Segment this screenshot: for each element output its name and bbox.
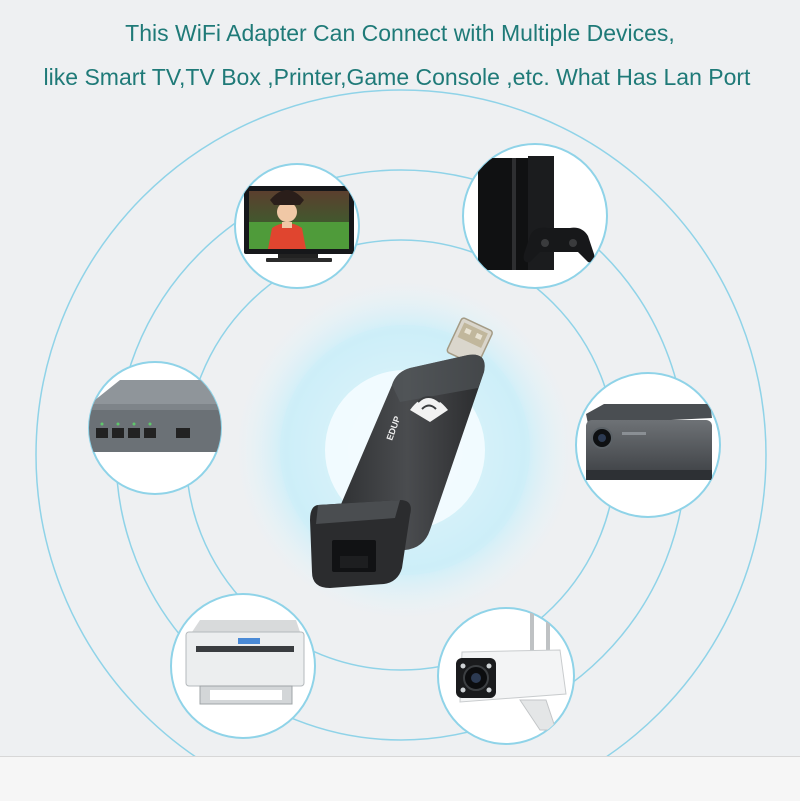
headline-line-2: like Smart TV,TV Box ,Printer,Game Conso… [43, 64, 751, 90]
game-console-icon [478, 156, 595, 270]
device-network-switch [88, 361, 222, 495]
device-printer [170, 593, 316, 739]
device-security-camera [437, 607, 575, 745]
device-projector [575, 372, 721, 518]
device-game-console [462, 143, 608, 289]
device-smart-tv [234, 163, 360, 289]
wifi-adapter: EDUP [310, 317, 493, 588]
printer-icon [185, 620, 305, 705]
tv-icon [244, 186, 354, 262]
headline-line-1: This WiFi Adapter Can Connect with Multi… [125, 20, 675, 46]
bottom-strip [0, 756, 800, 801]
projector-icon [586, 404, 712, 480]
switch-icon [89, 380, 221, 452]
camera-icon [456, 612, 567, 731]
wifi-logo-icon [410, 396, 448, 422]
